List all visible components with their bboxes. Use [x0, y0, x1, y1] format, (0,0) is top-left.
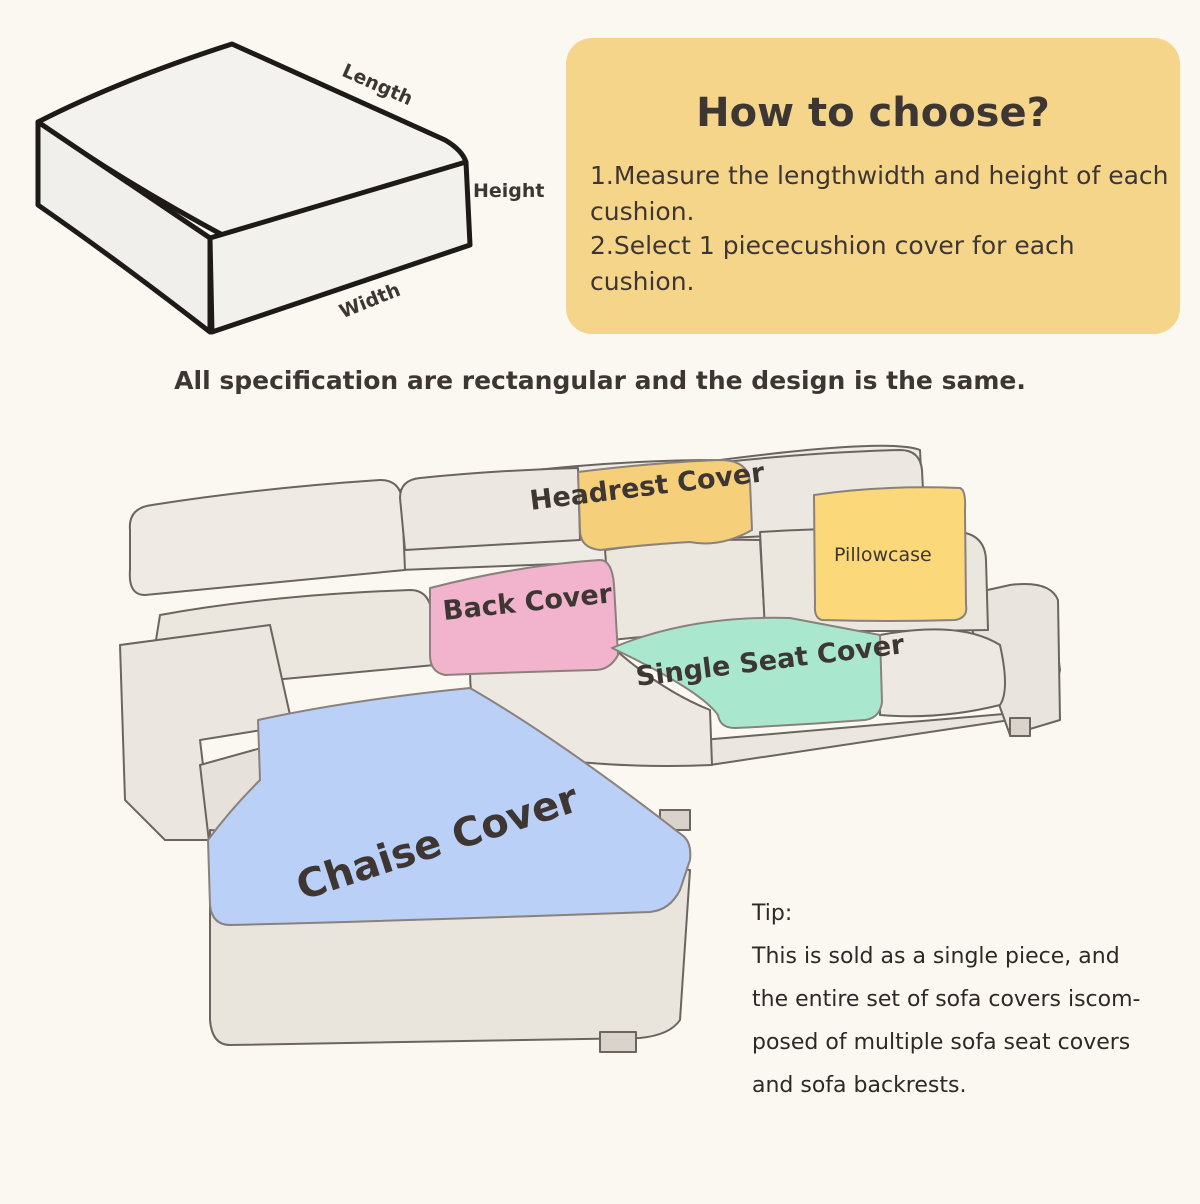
- sofa-illustration: Headrest Cover Pillowcase Back Cover Sin…: [0, 420, 1200, 1200]
- sofa-drawing: [119, 444, 1061, 1053]
- back-cover-shape: [429, 559, 619, 676]
- tip-line-3: posed of multiple sofa seat covers: [752, 1030, 1131, 1055]
- headrest-cover-shape: [577, 459, 753, 551]
- how-to-choose-title: How to choose?: [696, 90, 1050, 136]
- how-to-choose-panel: How to choose? 1.Measure the lengthwidth…: [566, 38, 1180, 334]
- specification-note: All specification are rectangular and th…: [174, 366, 1026, 395]
- chaise-cover-shape: [207, 687, 692, 926]
- tip-heading: Tip:: [752, 901, 793, 926]
- single-seat-cover-shape: [611, 616, 883, 729]
- tip-block: Tip: This is sold as a single piece, and…: [752, 892, 1172, 1107]
- tip-line-4: and sofa backrests.: [752, 1073, 967, 1098]
- tip-line-1: This is sold as a single piece, and: [752, 944, 1120, 969]
- cushion-illustration: [35, 41, 473, 335]
- pillowcase-label: Pillowcase: [834, 544, 932, 566]
- howto-step-1: 1.Measure the lengthwidth and height of …: [590, 161, 1169, 226]
- height-label: Height: [473, 180, 545, 202]
- cushion-diagram: Length Height Width: [0, 0, 560, 360]
- howto-step-2: 2.Select 1 piececushion cover for each c…: [590, 231, 1075, 296]
- tip-line-2: the entire set of sofa covers iscom-: [752, 987, 1141, 1012]
- pillowcase-shape: [813, 486, 968, 622]
